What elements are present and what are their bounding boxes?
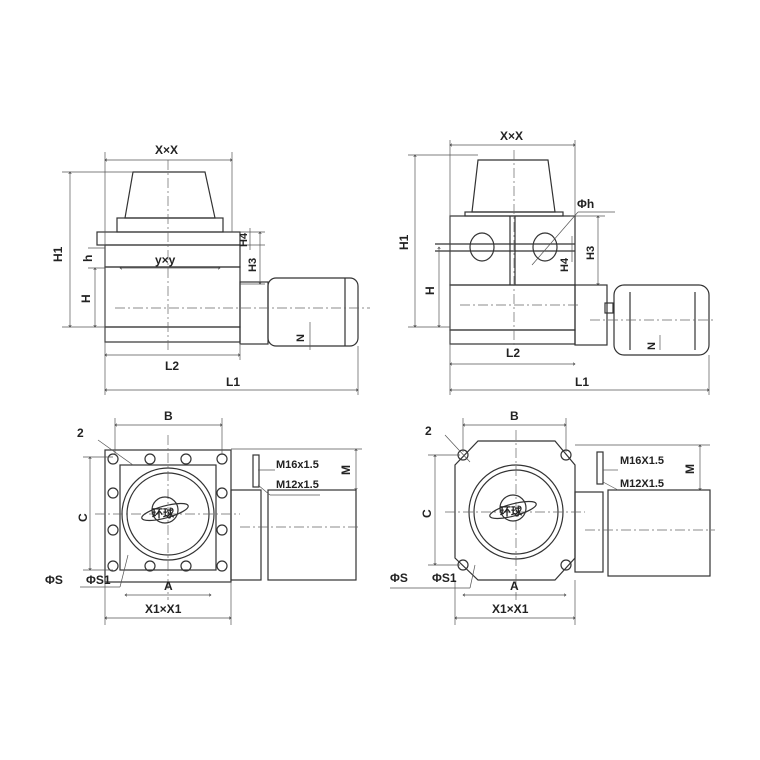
label-n: N xyxy=(295,334,307,342)
label-x1x1: X1×X1 xyxy=(492,602,529,616)
label-phi-s1: ΦS1 xyxy=(86,573,111,587)
brand-logo: 环球 xyxy=(489,494,537,522)
label-h: h xyxy=(81,255,95,262)
label-xx: X×X xyxy=(155,143,178,157)
top-view-square-flange: 环球 B 2 C M16x1.5 M12x1.5 M ΦS ΦS1 A X1×X… xyxy=(45,409,362,625)
label-phi-s: ΦS xyxy=(390,571,408,585)
label-xx: X×X xyxy=(500,129,523,143)
label-a: A xyxy=(510,579,519,593)
label-l2: L2 xyxy=(165,359,179,373)
brand-logo: 环球 xyxy=(141,496,189,524)
label-phi-h: Φh xyxy=(577,197,594,211)
label-H: H xyxy=(423,286,437,295)
label-phi-s: ΦS xyxy=(45,573,63,587)
side-view-square-flange: X×X H1 h H y×y H4 H3 N L2 L1 xyxy=(51,143,370,395)
top-view-hex-flange: 环球 B 2 C M16X1.5 M12X1.5 M ΦS ΦS1 A X1×X… xyxy=(390,409,715,625)
label-l1: L1 xyxy=(226,375,240,389)
label-m16: M16X1.5 xyxy=(620,455,664,467)
label-b: B xyxy=(510,409,519,423)
label-c: C xyxy=(76,513,90,522)
bolt-holes xyxy=(107,453,228,572)
label-x1x1: X1×X1 xyxy=(145,602,182,616)
label-h3: H3 xyxy=(585,246,597,260)
label-m16: M16x1.5 xyxy=(276,459,319,471)
label-H: H xyxy=(79,294,93,303)
logo-text: 环球 xyxy=(152,506,175,520)
label-phi-s1: ΦS1 xyxy=(432,571,457,585)
label-h4: H4 xyxy=(559,257,571,272)
label-n: N xyxy=(646,342,658,350)
label-c: C xyxy=(420,509,434,518)
label-h3: H3 xyxy=(247,258,259,272)
label-l2: L2 xyxy=(506,346,520,360)
label-m12: M12X1.5 xyxy=(620,478,664,490)
label-l1: L1 xyxy=(575,375,589,389)
label-m: M xyxy=(339,465,353,475)
label-a: A xyxy=(164,579,173,593)
label-h1: H1 xyxy=(397,234,411,250)
label-b: B xyxy=(164,409,173,423)
label-m: M xyxy=(683,464,697,474)
label-yy: y×y xyxy=(155,253,176,267)
side-view-hex-flange: X×X H1 H Φh H4 H3 N L2 L1 xyxy=(397,129,715,395)
logo-text: 环球 xyxy=(500,504,523,518)
label-m12: M12x1.5 xyxy=(276,479,319,491)
label-2: 2 xyxy=(77,426,84,440)
label-2: 2 xyxy=(425,424,432,438)
label-h4: H4 xyxy=(238,232,250,247)
label-h1: H1 xyxy=(51,246,65,262)
